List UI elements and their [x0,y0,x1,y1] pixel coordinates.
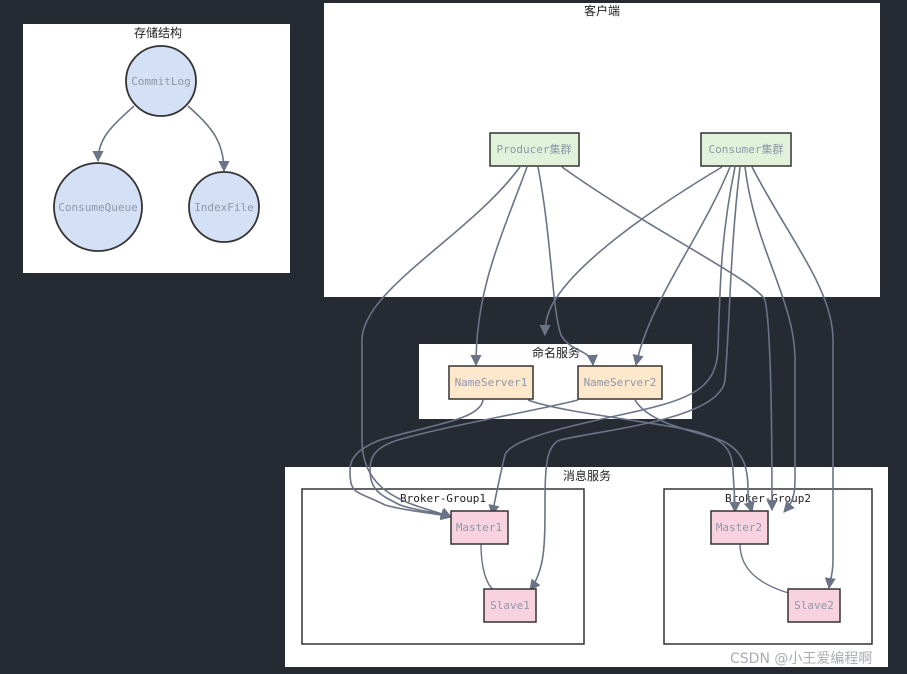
edge-producer-nameserver1 [470,166,528,367]
edge-producer-master2-a [561,166,778,512]
master1-label: Master1 [456,521,502,534]
commitlog-label: CommitLog [131,75,191,88]
node-commitlog[interactable]: CommitLog [125,45,197,117]
node-nameserver1[interactable]: NameServer1 [448,365,534,400]
slave2-label: Slave2 [794,599,834,612]
edge-commitlog-indexfile [187,105,230,173]
broker-group1-title: Broker-Group1 [400,492,486,505]
client-panel-title: 客户端 [584,3,620,18]
edge-consumer-master2 [744,166,796,513]
node-indexfile[interactable]: IndexFile [188,171,260,243]
edge-nameserver2-master1 [369,399,579,518]
watermark-text: CSDN @小王爱编程啊 [730,651,873,667]
storage-panel-title: 存储结构 [134,25,182,40]
edge-producer-nameserver2 [537,166,598,367]
node-master1[interactable]: Master1 [450,510,509,545]
nameserver1-label: NameServer1 [455,376,528,389]
edge-consumer-master1 [488,166,736,517]
messageservice-panel-title: 消息服务 [563,468,611,483]
consumequeue-label: ConsumeQueue [58,201,137,214]
slave1-label: Slave1 [490,599,530,612]
nameserver2-label: NameServer2 [584,376,657,389]
producer-label: Producer集群 [497,142,572,156]
node-master2[interactable]: Master2 [710,510,769,545]
broker-group2-title: Broker-Group2 [725,492,811,505]
connection-edges [349,166,836,595]
broker-group1-box: Broker-Group1 [301,488,585,645]
node-producer[interactable]: Producer集群 [489,132,580,167]
edge-consumer-slave2 [751,166,836,590]
edge-consumer-nameserver2 [632,166,731,367]
indexfile-label: IndexFile [194,201,254,214]
edge-nameserver1-master1 [349,399,484,521]
node-consumequeue[interactable]: ConsumeQueue [53,162,143,252]
edge-consumer-slave1 [529,166,741,591]
edge-consumer-nameserver1 [539,166,723,337]
edge-master2-slave2 [739,543,793,595]
consumer-label: Consumer集群 [709,142,784,156]
edge-producer-master1-a [361,166,521,519]
node-consumer[interactable]: Consumer集群 [700,132,792,167]
node-slave2[interactable]: Slave2 [787,588,841,623]
node-slave1[interactable]: Slave1 [483,588,537,623]
nameservice-panel-title: 命名服务 [532,345,580,360]
master2-label: Master2 [716,521,762,534]
node-nameserver2[interactable]: NameServer2 [577,365,663,400]
edge-nameserver2-master2 [634,399,755,514]
client-panel: 客户端 [324,3,880,297]
edge-commitlog-consumequeue [92,105,135,163]
